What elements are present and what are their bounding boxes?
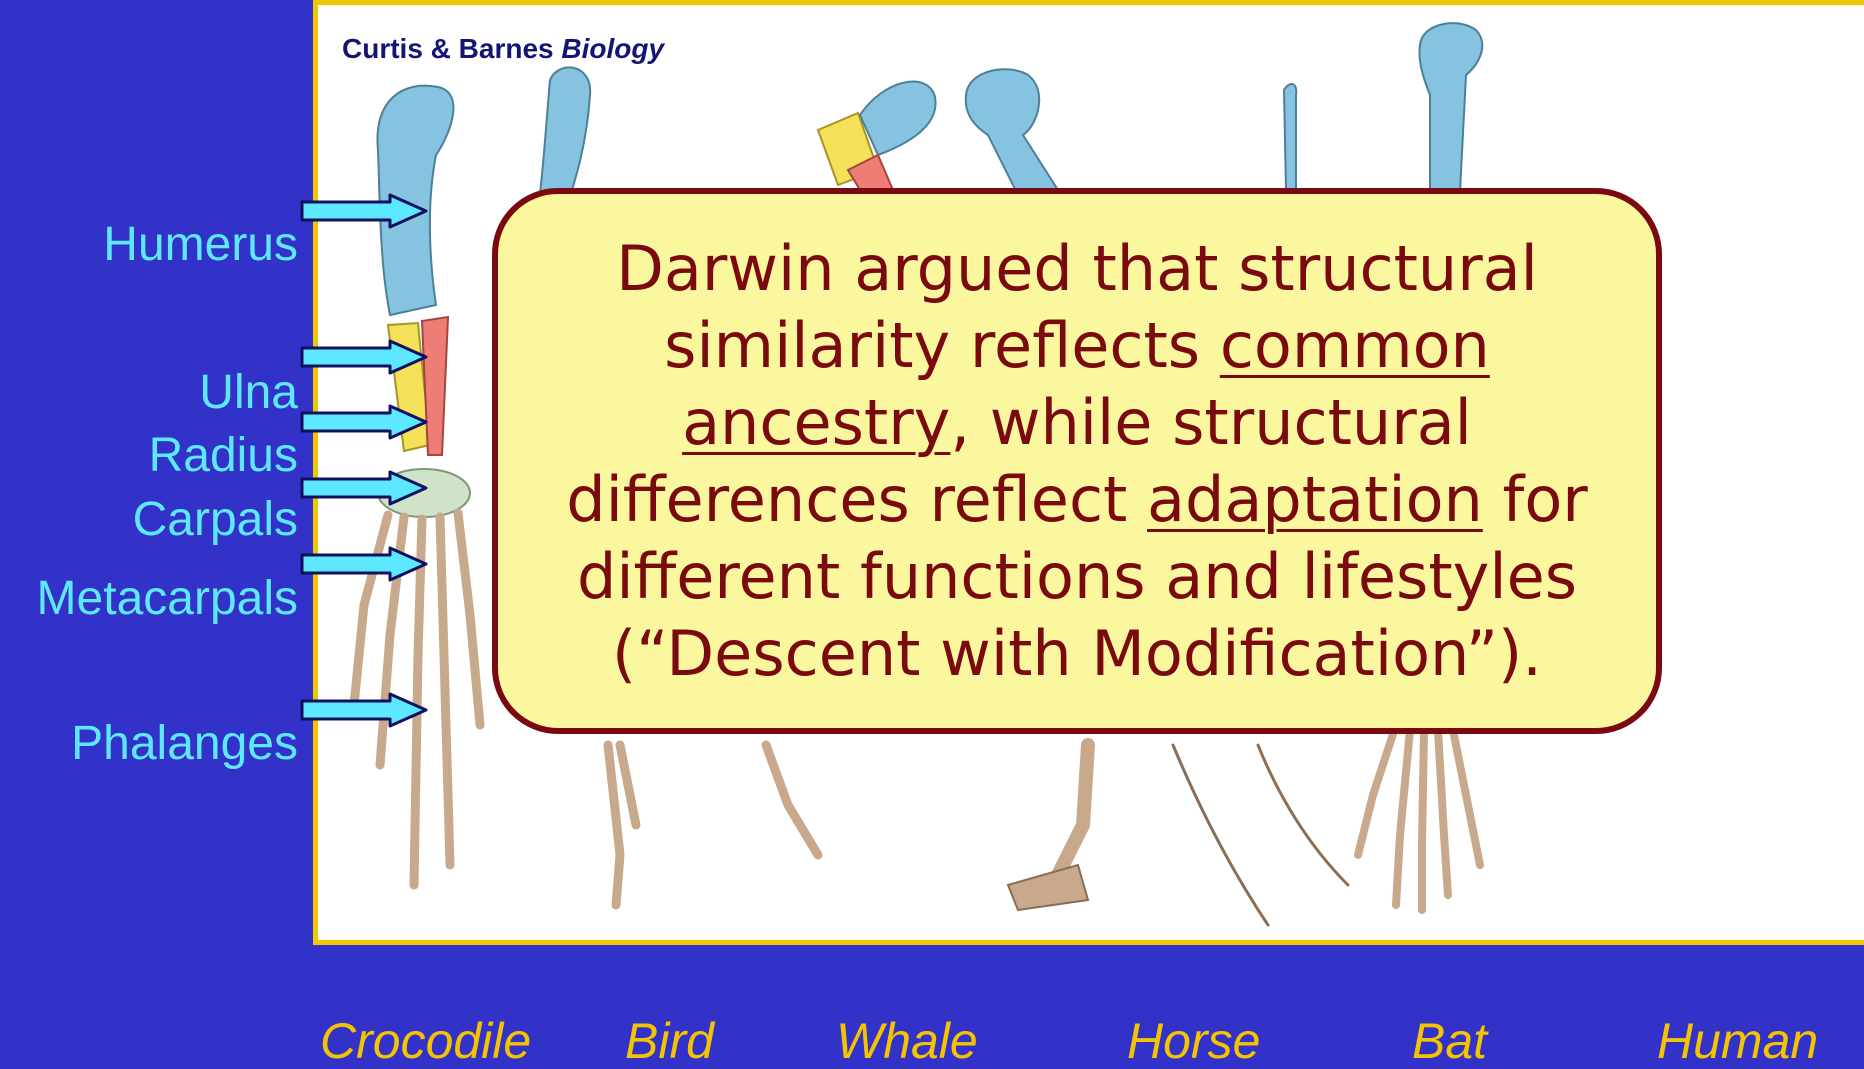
callout-adaptation: adaptation xyxy=(1147,463,1483,536)
label-carpals: Carpals xyxy=(133,496,298,544)
horse-humerus xyxy=(966,69,1058,195)
carpals-arrow-icon xyxy=(300,470,430,506)
label-metacarpals: Metacarpals xyxy=(37,575,298,623)
horse-hoof xyxy=(1008,865,1088,910)
bird-digits xyxy=(608,745,636,905)
whale-humerus xyxy=(860,82,936,155)
ulna-arrow-icon xyxy=(300,339,430,375)
horse-digits xyxy=(1058,745,1088,875)
callout-text: Darwin argued that structural similarity… xyxy=(522,230,1632,692)
animal-whale: Whale xyxy=(836,1016,978,1066)
metacarpals-arrow-icon xyxy=(300,546,430,582)
whale-digits xyxy=(766,745,818,855)
animal-bird: Bird xyxy=(625,1016,714,1066)
humerus-arrow-icon xyxy=(300,193,430,229)
animal-horse: Horse xyxy=(1127,1016,1260,1066)
label-radius: Radius xyxy=(149,432,298,480)
human-digits xyxy=(1358,725,1480,910)
bat-humerus xyxy=(1284,84,1296,190)
darwin-callout: Darwin argued that structural similarity… xyxy=(492,188,1662,734)
phalanges-arrow-icon xyxy=(300,692,430,728)
animal-bat: Bat xyxy=(1412,1016,1487,1066)
label-phalanges: Phalanges xyxy=(71,720,298,768)
label-humerus: Humerus xyxy=(103,221,298,269)
label-ulna: Ulna xyxy=(199,369,298,417)
animal-human: Human xyxy=(1657,1016,1818,1066)
animal-crocodile: Crocodile xyxy=(320,1016,531,1066)
radius-arrow-icon xyxy=(300,404,430,440)
bat-digits xyxy=(1173,745,1348,925)
